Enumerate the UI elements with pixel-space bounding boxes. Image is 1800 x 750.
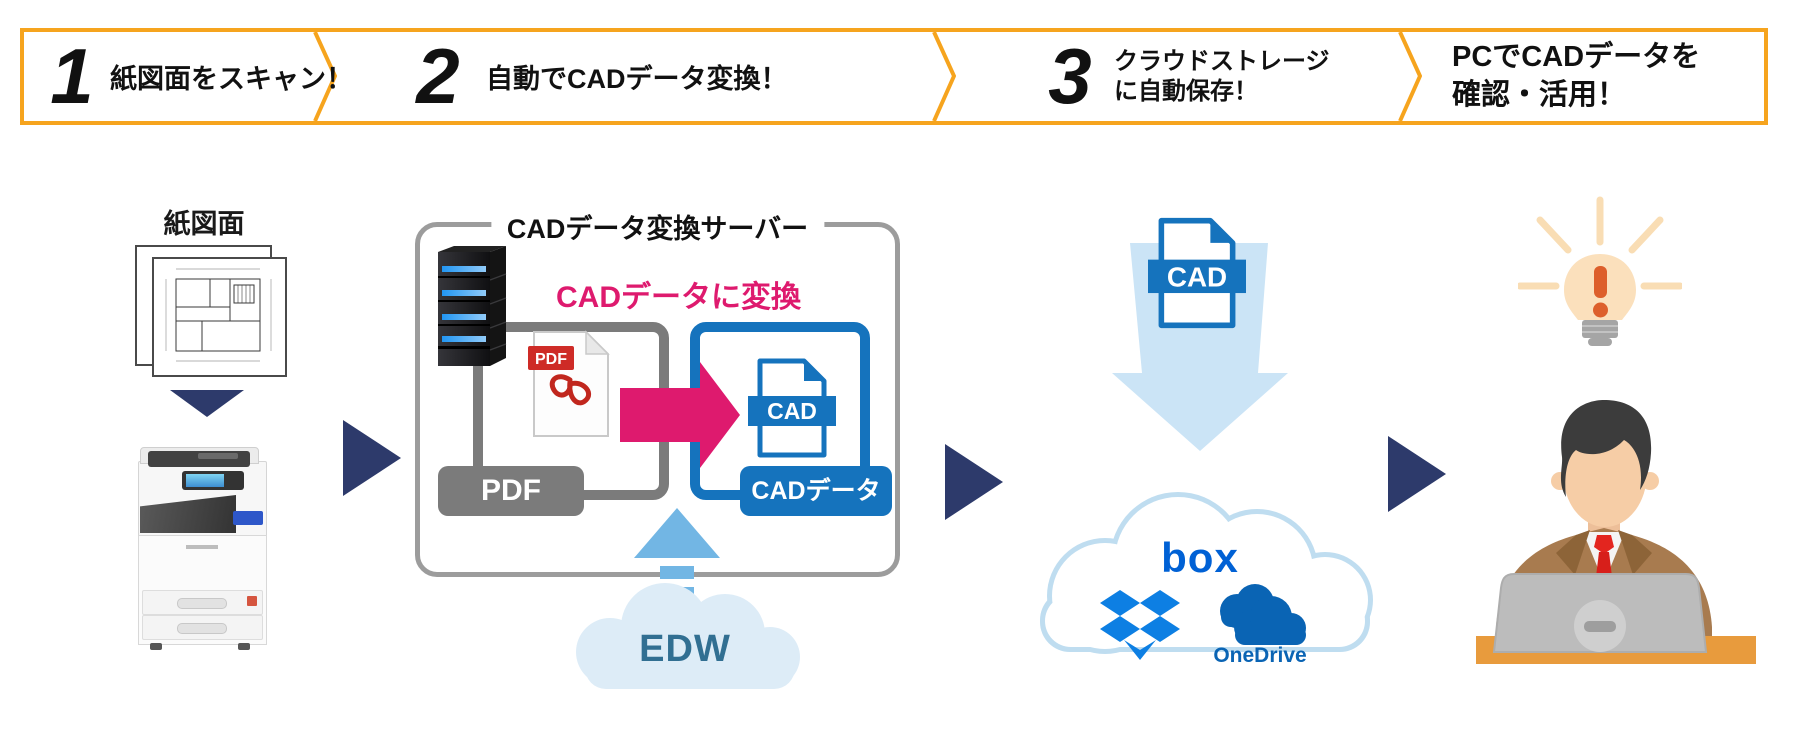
cad-file-icon: CAD	[748, 358, 836, 458]
step-1-number: 1	[50, 32, 93, 120]
step-4-label: PCでCADデータを 確認・活用！	[1452, 40, 1701, 111]
floor-plan-icon	[165, 268, 272, 362]
cloud-cad-file-icon: CAD	[1148, 217, 1246, 329]
server-box-title: CADデータ変換サーバー	[490, 207, 825, 246]
step-2-label: 自動でCADデータ変換！	[486, 64, 788, 94]
download-arrow-icon	[1112, 243, 1288, 451]
arrow-right-icon-1	[343, 420, 401, 496]
step-3-number: 3	[1048, 32, 1091, 120]
onedrive-icon	[1220, 584, 1306, 645]
box-logo: box	[1161, 534, 1239, 581]
printer-drawer-1	[142, 590, 263, 615]
edw-label: EDW	[639, 628, 731, 670]
steps-banner: 1 紙図面をスキャン！ 2 自動でCADデータ変換！ 3 クラウドストレージ に…	[20, 28, 1768, 125]
step-1-label: 紙図面をスキャン！	[110, 64, 353, 94]
step-divider-chevron	[1398, 32, 1422, 121]
arrow-right-icon-3	[1388, 436, 1446, 512]
step-3-label: クラウドストレージ に自動保存！	[1114, 47, 1330, 105]
step-2-number: 2	[416, 32, 459, 120]
onedrive-label: OneDrive	[1213, 644, 1307, 667]
step-divider-chevron	[932, 32, 956, 121]
printer-illustration	[138, 445, 268, 650]
paper-sheet-front	[152, 257, 287, 377]
printer-drawer-2	[142, 615, 263, 640]
server-tower-icon	[438, 246, 507, 366]
pdf-tag: PDF	[438, 466, 584, 516]
arrow-down-icon	[170, 390, 244, 417]
cad-icon-text: CAD	[767, 398, 817, 424]
cad-data-tag: CADデータ	[740, 466, 892, 516]
printer-badge	[233, 511, 263, 525]
step-divider-chevron	[313, 32, 337, 121]
dropbox-icon	[1100, 590, 1180, 660]
paper-drawing-label: 紙図面	[163, 209, 245, 239]
convert-arrow-icon	[620, 362, 740, 468]
cloud-cad-icon-text: CAD	[1167, 261, 1227, 292]
edw-cloud	[576, 583, 800, 689]
pdf-badge-text: PDF	[535, 351, 567, 368]
printer-brand-mark	[186, 545, 218, 549]
arrow-right-icon-2	[945, 444, 1003, 520]
printer-screen	[186, 474, 224, 487]
laptop-icon	[1492, 573, 1708, 653]
pdf-file-icon: PDF	[528, 330, 610, 437]
storage-cloud	[1040, 492, 1373, 654]
convert-caption: CADデータに変換	[556, 281, 801, 314]
idea-lightbulb-icon	[1518, 196, 1682, 346]
